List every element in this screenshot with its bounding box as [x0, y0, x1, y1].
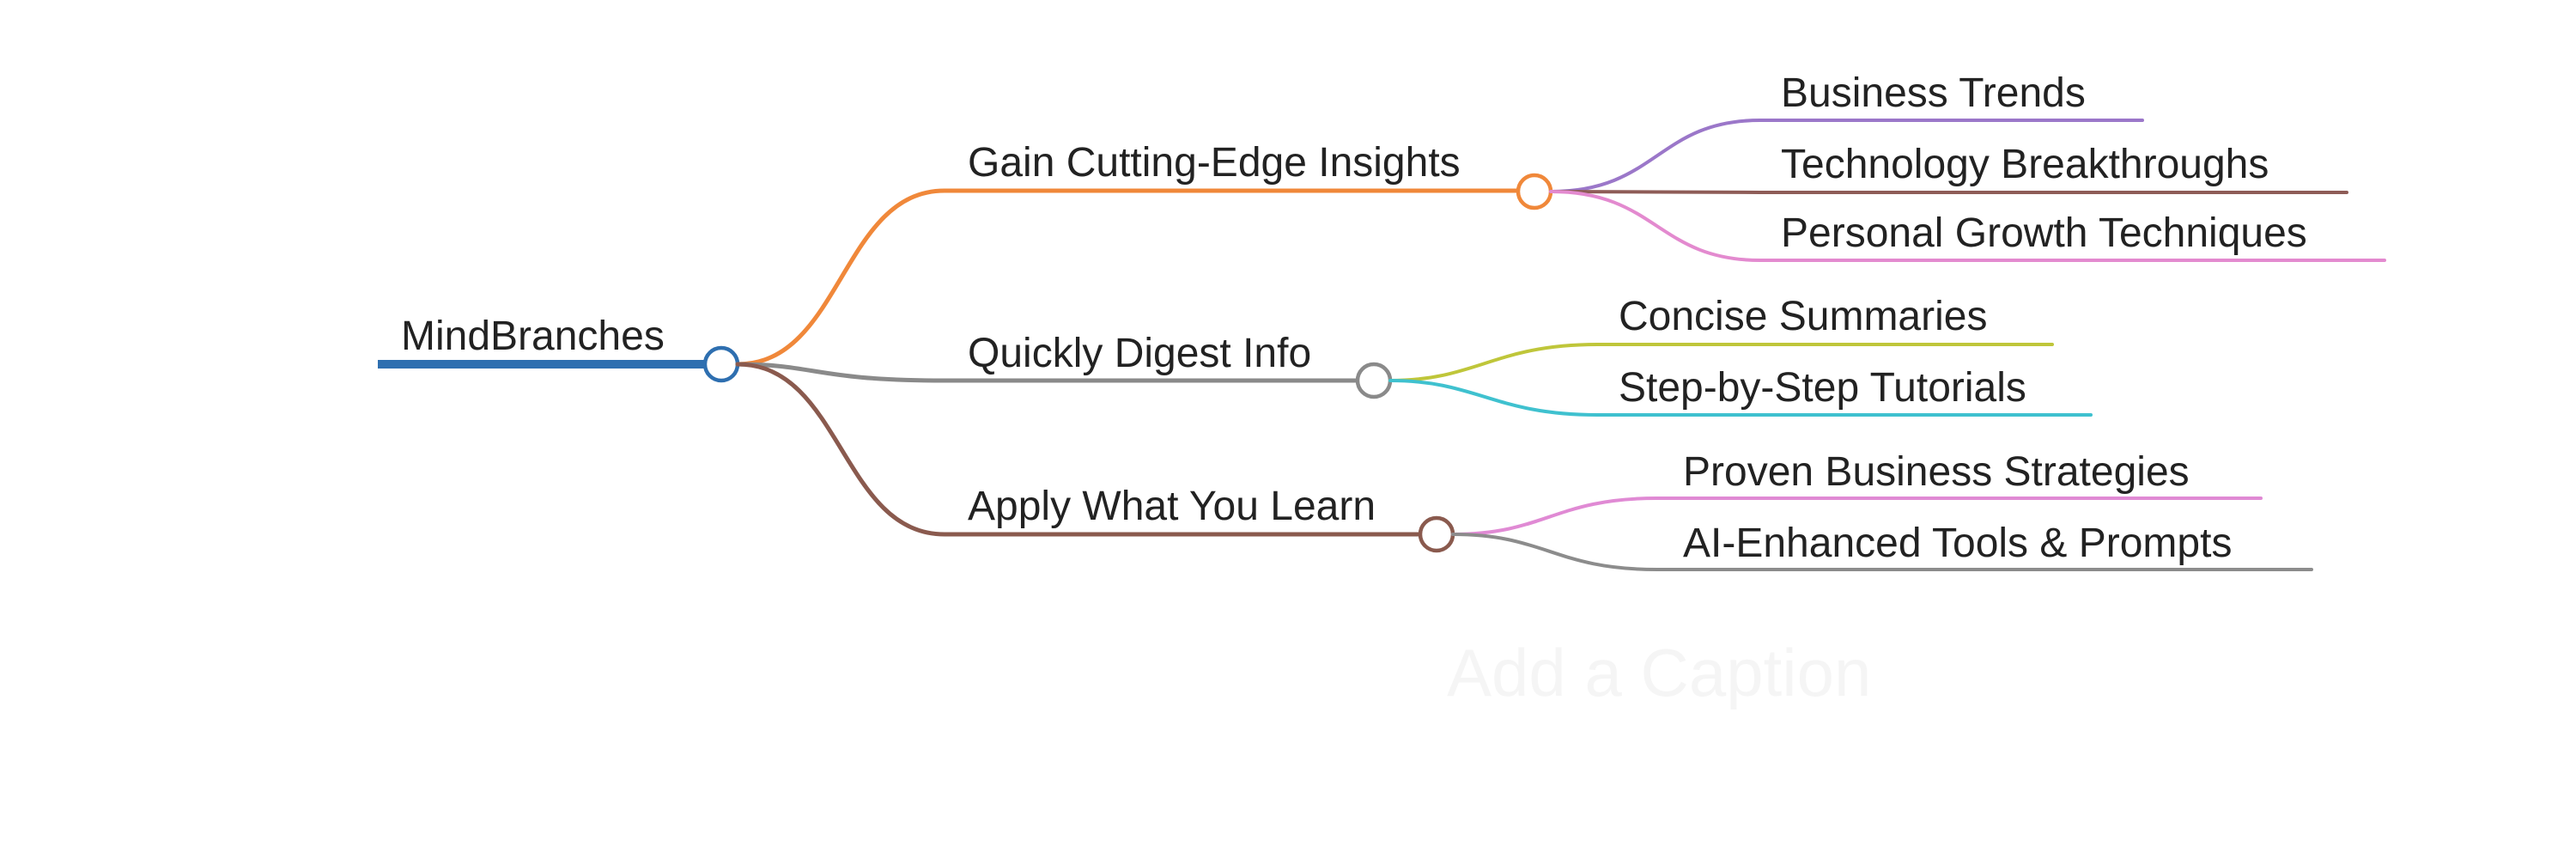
root-node[interactable]: MindBranches: [378, 314, 740, 383]
root-collapse-toggle[interactable]: [702, 345, 740, 383]
leaf-label-ai-tools: AI-Enhanced Tools & Prompts: [1683, 521, 2232, 566]
leaf-connector-concise-summaries: [1388, 343, 2054, 382]
leaf-connector-proven-strategies: [1451, 497, 2263, 536]
branch-node-apply[interactable]: Apply What You Learn: [735, 362, 1455, 553]
branch-connector-digest: [735, 362, 1359, 383]
branch-collapse-toggle-insights[interactable]: [1516, 173, 1553, 210]
branch-node-digest[interactable]: Quickly Digest Info: [735, 331, 1393, 399]
leaf-node-step-by-step[interactable]: Step-by-Step Tutorials: [1388, 365, 2093, 417]
leaf-node-proven-strategies[interactable]: Proven Business Strategies: [1451, 449, 2263, 536]
leaf-label-personal-growth: Personal Growth Techniques: [1781, 210, 2307, 256]
leaf-node-business-trends[interactable]: Business Trends: [1549, 70, 2144, 193]
leaf-node-ai-tools[interactable]: AI-Enhanced Tools & Prompts: [1451, 521, 2313, 571]
branch-node-insights[interactable]: Gain Cutting-Edge Insights: [735, 140, 1553, 367]
leaf-node-personal-growth[interactable]: Personal Growth Techniques: [1549, 190, 2386, 262]
branch-label-apply: Apply What You Learn: [968, 484, 1376, 529]
caption-placeholder[interactable]: Add a Caption: [1447, 635, 1871, 710]
leaf-connector-step-by-step: [1388, 379, 2093, 417]
leaf-label-business-trends: Business Trends: [1781, 70, 2086, 116]
branch-label-insights: Gain Cutting-Edge Insights: [968, 140, 1461, 186]
leaf-label-proven-strategies: Proven Business Strategies: [1683, 449, 2190, 495]
leaf-label-step-by-step: Step-by-Step Tutorials: [1619, 365, 2026, 411]
branch-collapse-toggle-apply[interactable]: [1418, 515, 1455, 553]
leaf-connector-business-trends: [1549, 119, 2144, 193]
leaf-label-concise-summaries: Concise Summaries: [1619, 294, 1987, 339]
branch-connector-insights: [735, 188, 1521, 367]
branch-label-digest: Quickly Digest Info: [968, 331, 1311, 376]
branch-connector-apply: [735, 362, 1422, 537]
branch-collapse-toggle-digest[interactable]: [1355, 362, 1393, 399]
leaf-label-technology-breakthroughs: Technology Breakthroughs: [1781, 142, 2269, 187]
root-label: MindBranches: [401, 314, 665, 359]
leaf-node-technology-breakthroughs[interactable]: Technology Breakthroughs: [1549, 142, 2348, 194]
leaf-connector-ai-tools: [1451, 533, 2313, 571]
leaf-connector-personal-growth: [1549, 190, 2386, 262]
leaf-node-concise-summaries[interactable]: Concise Summaries: [1388, 294, 2054, 382]
